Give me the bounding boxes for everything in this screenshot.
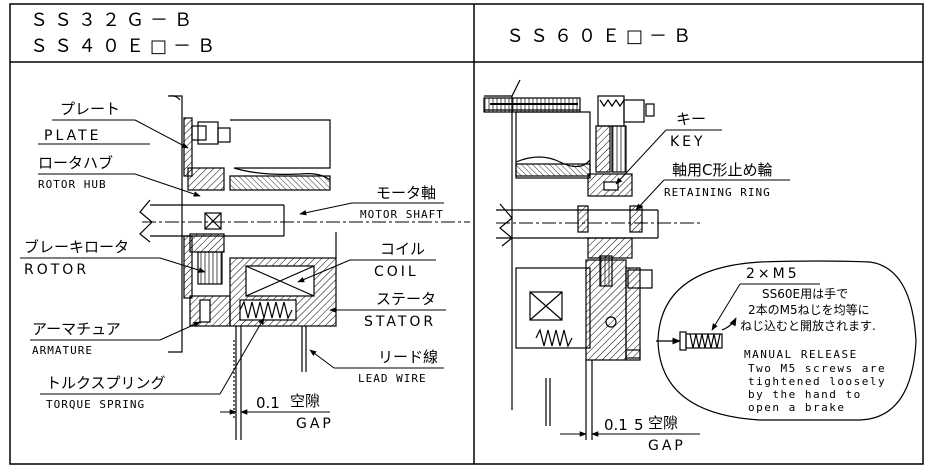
release-note-jp-1: SS60E用は手で — [762, 287, 848, 301]
title-ss40e-b: ＳＳ４０Ｅ□－Ｂ — [30, 36, 221, 57]
label-torque-spring-en: TORQUE SPRING — [46, 398, 145, 411]
table-frame — [9, 3, 924, 465]
label-armature-en: ARMATURE — [32, 344, 93, 357]
release-note-en-4: open a brake — [748, 401, 845, 414]
label-key-jp: キー — [676, 110, 706, 128]
release-note-en-3: by the hand to — [748, 388, 862, 401]
label-brake-rotor-jp: ブレーキロータ — [24, 238, 129, 256]
label-brake-rotor-en: ROTOR — [24, 262, 89, 278]
title-ss60e-b: ＳＳ６０Ｅ□－Ｂ — [506, 26, 697, 47]
release-note-en-1: Two M5 screws are — [748, 362, 886, 375]
release-note-jp-3: ねじ込むと開放されます. — [740, 318, 876, 333]
label-retaining-ring-jp: 軸用C形止め輪 — [672, 161, 772, 179]
label-gap-en: GAP — [296, 416, 334, 432]
manual-release-heading: MANUAL RELEASE — [744, 348, 858, 361]
label-stator-en: STATOR — [364, 314, 436, 330]
label-key-en: KEY — [670, 134, 706, 150]
label-retaining-ring-en: RETAINING RING — [664, 186, 771, 199]
label-motor-shaft-en: MOTOR SHAFT — [360, 208, 444, 221]
label-coil-en: COIL — [374, 264, 419, 280]
right-leader-lines — [560, 129, 820, 437]
title-ss32g-b: ＳＳ３２Ｇ－Ｂ — [30, 10, 198, 31]
label-torque-spring-jp: トルクスプリング — [46, 374, 166, 392]
label-gap-value-right-2: 5 — [634, 416, 644, 434]
label-rotor-hub-jp: ロータハブ — [38, 154, 113, 172]
right-brake-drawing — [483, 79, 917, 440]
label-lead-wire-en: LEAD WIRE — [358, 372, 427, 385]
label-gap-jp-right: 空隙 — [648, 414, 678, 432]
label-plate-jp: プレート — [60, 100, 120, 118]
label-plate-en: PLATE — [44, 128, 101, 144]
label-rotor-hub-en: ROTOR HUB — [38, 178, 107, 191]
label-lead-wire-jp: リード線 — [378, 348, 438, 366]
label-bolt-spec: 2×M5 — [746, 266, 800, 282]
release-note-jp-2: 2本のM5ねじを均等に — [748, 303, 870, 317]
left-leader-lines — [20, 119, 446, 415]
label-gap-en-right: GAP — [648, 438, 686, 454]
label-gap-jp: 空隙 — [290, 392, 320, 410]
label-gap-value-right: 0.1 — [604, 416, 628, 434]
label-armature-jp: アーマチュア — [32, 320, 121, 338]
release-note-en-2: tightened loosely — [748, 375, 886, 388]
label-coil-jp: コイル — [380, 240, 425, 258]
label-stator-jp: ステータ — [376, 290, 436, 308]
label-motor-shaft-jp: モータ軸 — [376, 184, 436, 202]
left-brake-drawing — [139, 95, 470, 440]
label-gap-value: 0.1 — [256, 394, 280, 412]
